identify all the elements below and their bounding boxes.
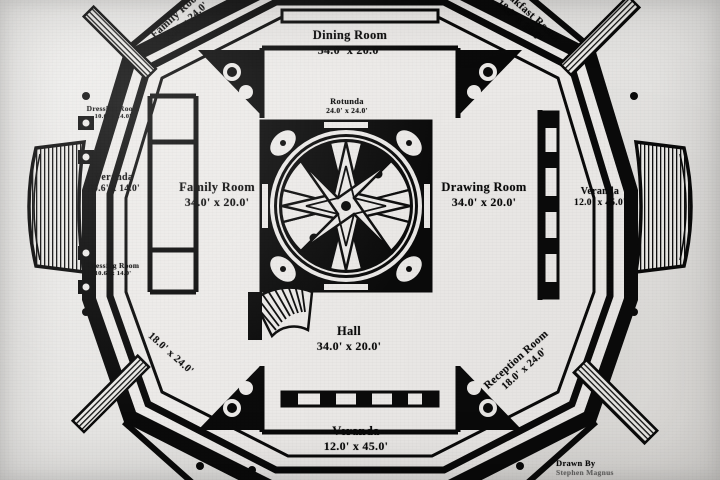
room-dimensions: 24.0' x 24.0' <box>326 106 368 116</box>
room-label-rotunda: Rotunda 24.0' x 24.0' <box>292 96 402 116</box>
porch-pier-strips <box>78 8 560 408</box>
room-name: Drawing Room <box>441 180 527 194</box>
room-name: Veranda <box>94 172 134 183</box>
room-label-veranda-bottom: Veranda 12.0' x 45.0' <box>284 424 428 454</box>
room-dimensions: 34.0' x 20.0' <box>451 195 517 210</box>
room-dimensions: 10.6' x 14.0' <box>88 184 140 195</box>
room-name: Dining Room <box>312 28 388 42</box>
corner-block-top-right <box>460 50 522 114</box>
room-dimensions: 12.0' x 45.0' <box>574 198 626 209</box>
room-label-veranda-right: Veranda 12.0' x 45.0' <box>552 186 648 210</box>
room-name: Dressing Room <box>86 261 140 270</box>
room-dimensions: 10.6' x 14.0' <box>94 113 132 121</box>
room-name: Rotunda <box>330 96 364 106</box>
room-name: Family Room <box>179 180 255 194</box>
corner-service-blocks <box>198 50 522 430</box>
room-dimensions: 34.0' x 20.0' <box>317 43 383 58</box>
corner-block-bottom-left <box>198 366 260 430</box>
drawn-by-line1: Drawn By <box>556 458 596 468</box>
drawn-by-credit: Drawn By Stephen Magnus <box>556 458 706 478</box>
room-label-dressing-room-upper: Dressing Room 10.6' x 14.0' <box>68 104 158 121</box>
room-label-veranda-left: Veranda 10.6' x 14.0' <box>62 172 166 196</box>
exterior-step-markers <box>82 92 638 474</box>
room-label-dressing-room-lower: Dressing Room 10.6' x 14.0' <box>68 261 158 278</box>
corner-block-bottom-right <box>460 366 522 430</box>
room-label-drawing-room: Drawing Room 34.0' x 20.0' <box>416 180 552 210</box>
room-name: Veranda <box>580 186 620 197</box>
veranda-colonnade-right <box>633 139 693 275</box>
rotunda-ornament <box>262 122 430 290</box>
corner-block-top-left <box>198 50 260 114</box>
veranda-colonnade-left <box>27 139 87 275</box>
room-name: Dressing Room <box>86 104 140 113</box>
room-dimensions: 10.6' x 14.0' <box>94 270 132 278</box>
room-dimensions: 12.0' x 45.0' <box>323 439 389 454</box>
drawn-by-line2: Stephen Magnus <box>556 468 614 478</box>
rosette-central-star <box>281 141 411 271</box>
room-label-dining-room: Dining Room 34.0' x 20.0' <box>270 28 430 58</box>
room-label-hall: Hall 34.0' x 20.0' <box>278 324 420 354</box>
fan-staircase <box>248 281 314 340</box>
outer-corner-porches <box>70 0 660 446</box>
room-dimensions: 34.0' x 20.0' <box>184 195 250 210</box>
room-dimensions: 34.0' x 20.0' <box>316 339 382 354</box>
room-name: Veranda <box>332 424 380 438</box>
room-name: Hall <box>336 324 362 338</box>
room-label-family-room-center: Family Room 34.0' x 20.0' <box>152 180 282 210</box>
